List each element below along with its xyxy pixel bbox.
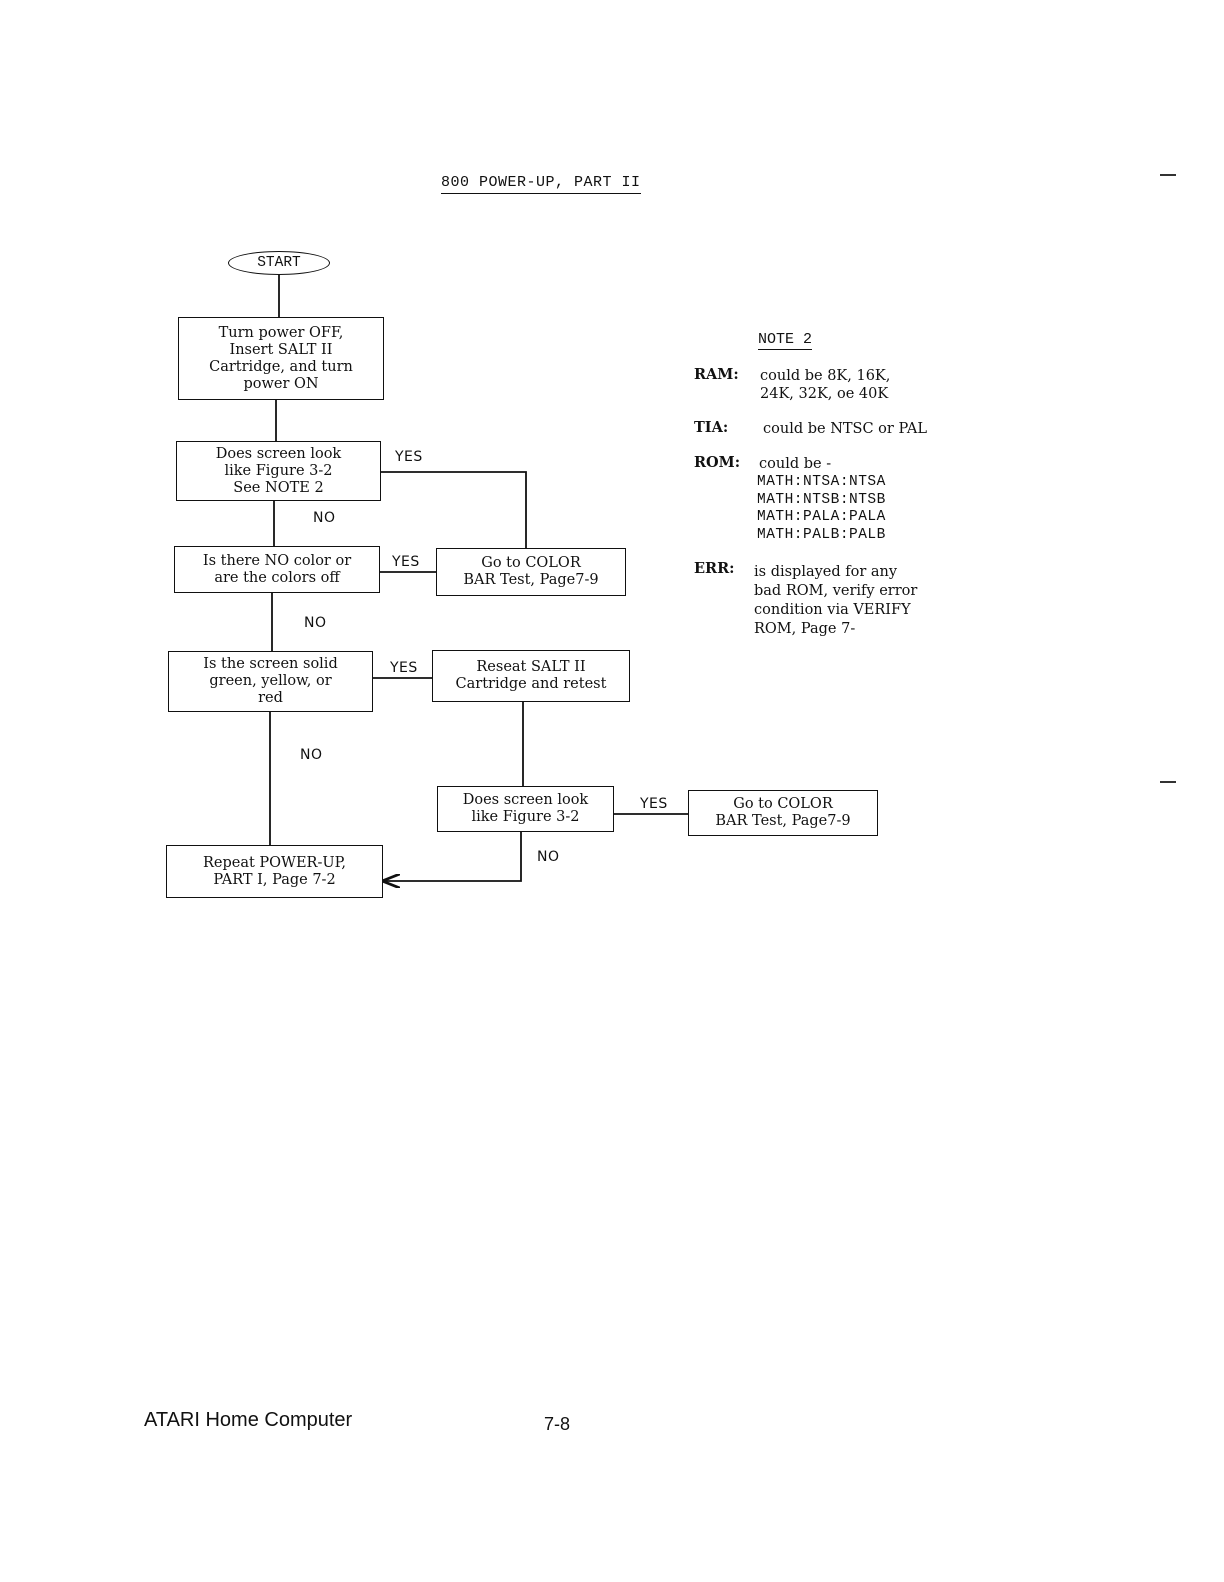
- note-value-tia: could be NTSC or PAL: [763, 421, 927, 437]
- note-key-ram: RAM:: [694, 366, 739, 383]
- step-go-color-bar-1: Go to COLOR BAR Test, Page7-9: [436, 548, 626, 596]
- note-key-tia: TIA:: [694, 419, 729, 436]
- footer-page-number: 7-8: [544, 1414, 571, 1434]
- decision-figure-3-2-text: Does screen look like Figure 3-2 See NOT…: [215, 445, 342, 496]
- label-yes-3: YES: [390, 660, 418, 676]
- label-no-3: NO: [300, 747, 323, 763]
- label-no-1: NO: [313, 510, 336, 526]
- decision-figure-3-2-retest-text: Does screen look like Figure 3-2: [462, 792, 589, 825]
- start-label: START: [257, 255, 301, 271]
- note-key-rom: ROM:: [694, 454, 741, 471]
- step-go-color-bar-2-text: Go to COLOR BAR Test, Page7-9: [715, 796, 851, 829]
- label-yes-2: YES: [392, 554, 420, 570]
- note-value-err: is displayed for any bad ROM, verify err…: [754, 564, 918, 637]
- decision-figure-3-2-retest: Does screen look like Figure 3-2: [437, 786, 614, 832]
- decision-no-color: Is there NO color or are the colors off: [174, 546, 380, 593]
- step-turn-power-text: Turn power OFF, Insert SALT II Cartridge…: [209, 324, 353, 392]
- label-no-2: NO: [304, 615, 327, 631]
- note-value-rom-list: MATH:NTSA:NTSA MATH:NTSB:NTSB MATH:PALA:…: [757, 474, 886, 543]
- decision-solid-screen-text: Is the screen solid green, yellow, or re…: [203, 656, 338, 706]
- connector-q-figure-2-no: [384, 831, 522, 881]
- step-turn-power: Turn power OFF, Insert SALT II Cartridge…: [178, 317, 384, 400]
- step-reseat-cartridge: Reseat SALT II Cartridge and retest: [432, 650, 630, 702]
- scan-mark: [1160, 781, 1176, 783]
- label-yes-1: YES: [395, 449, 423, 465]
- step-go-color-bar-1-text: Go to COLOR BAR Test, Page7-9: [463, 555, 599, 588]
- decision-solid-screen: Is the screen solid green, yellow, or re…: [168, 651, 373, 712]
- step-reseat-cartridge-text: Reseat SALT II Cartridge and retest: [455, 659, 607, 692]
- scan-mark: [1160, 174, 1176, 176]
- step-repeat-power-up: Repeat POWER-UP, PART I, Page 7-2: [166, 845, 383, 898]
- note-title: NOTE 2: [758, 331, 813, 350]
- start-terminal: START: [228, 251, 330, 275]
- decision-figure-3-2: Does screen look like Figure 3-2 See NOT…: [176, 441, 381, 501]
- label-yes-4: YES: [640, 796, 668, 812]
- page-title: 800 POWER-UP, PART II: [441, 174, 641, 194]
- note-value-rom: could be -: [759, 456, 832, 472]
- connector-q-figure-yes: [381, 471, 527, 549]
- note-value-ram: could be 8K, 16K, 24K, 32K, oe 40K: [760, 368, 891, 402]
- label-no-4: NO: [537, 849, 560, 865]
- decision-no-color-text: Is there NO color or are the colors off: [202, 552, 352, 586]
- step-repeat-power-up-text: Repeat POWER-UP, PART I, Page 7-2: [202, 854, 347, 888]
- note-key-err: ERR:: [694, 560, 735, 577]
- step-go-color-bar-2: Go to COLOR BAR Test, Page7-9: [688, 790, 878, 836]
- footer-title: ATARI Home Computer: [144, 1409, 353, 1431]
